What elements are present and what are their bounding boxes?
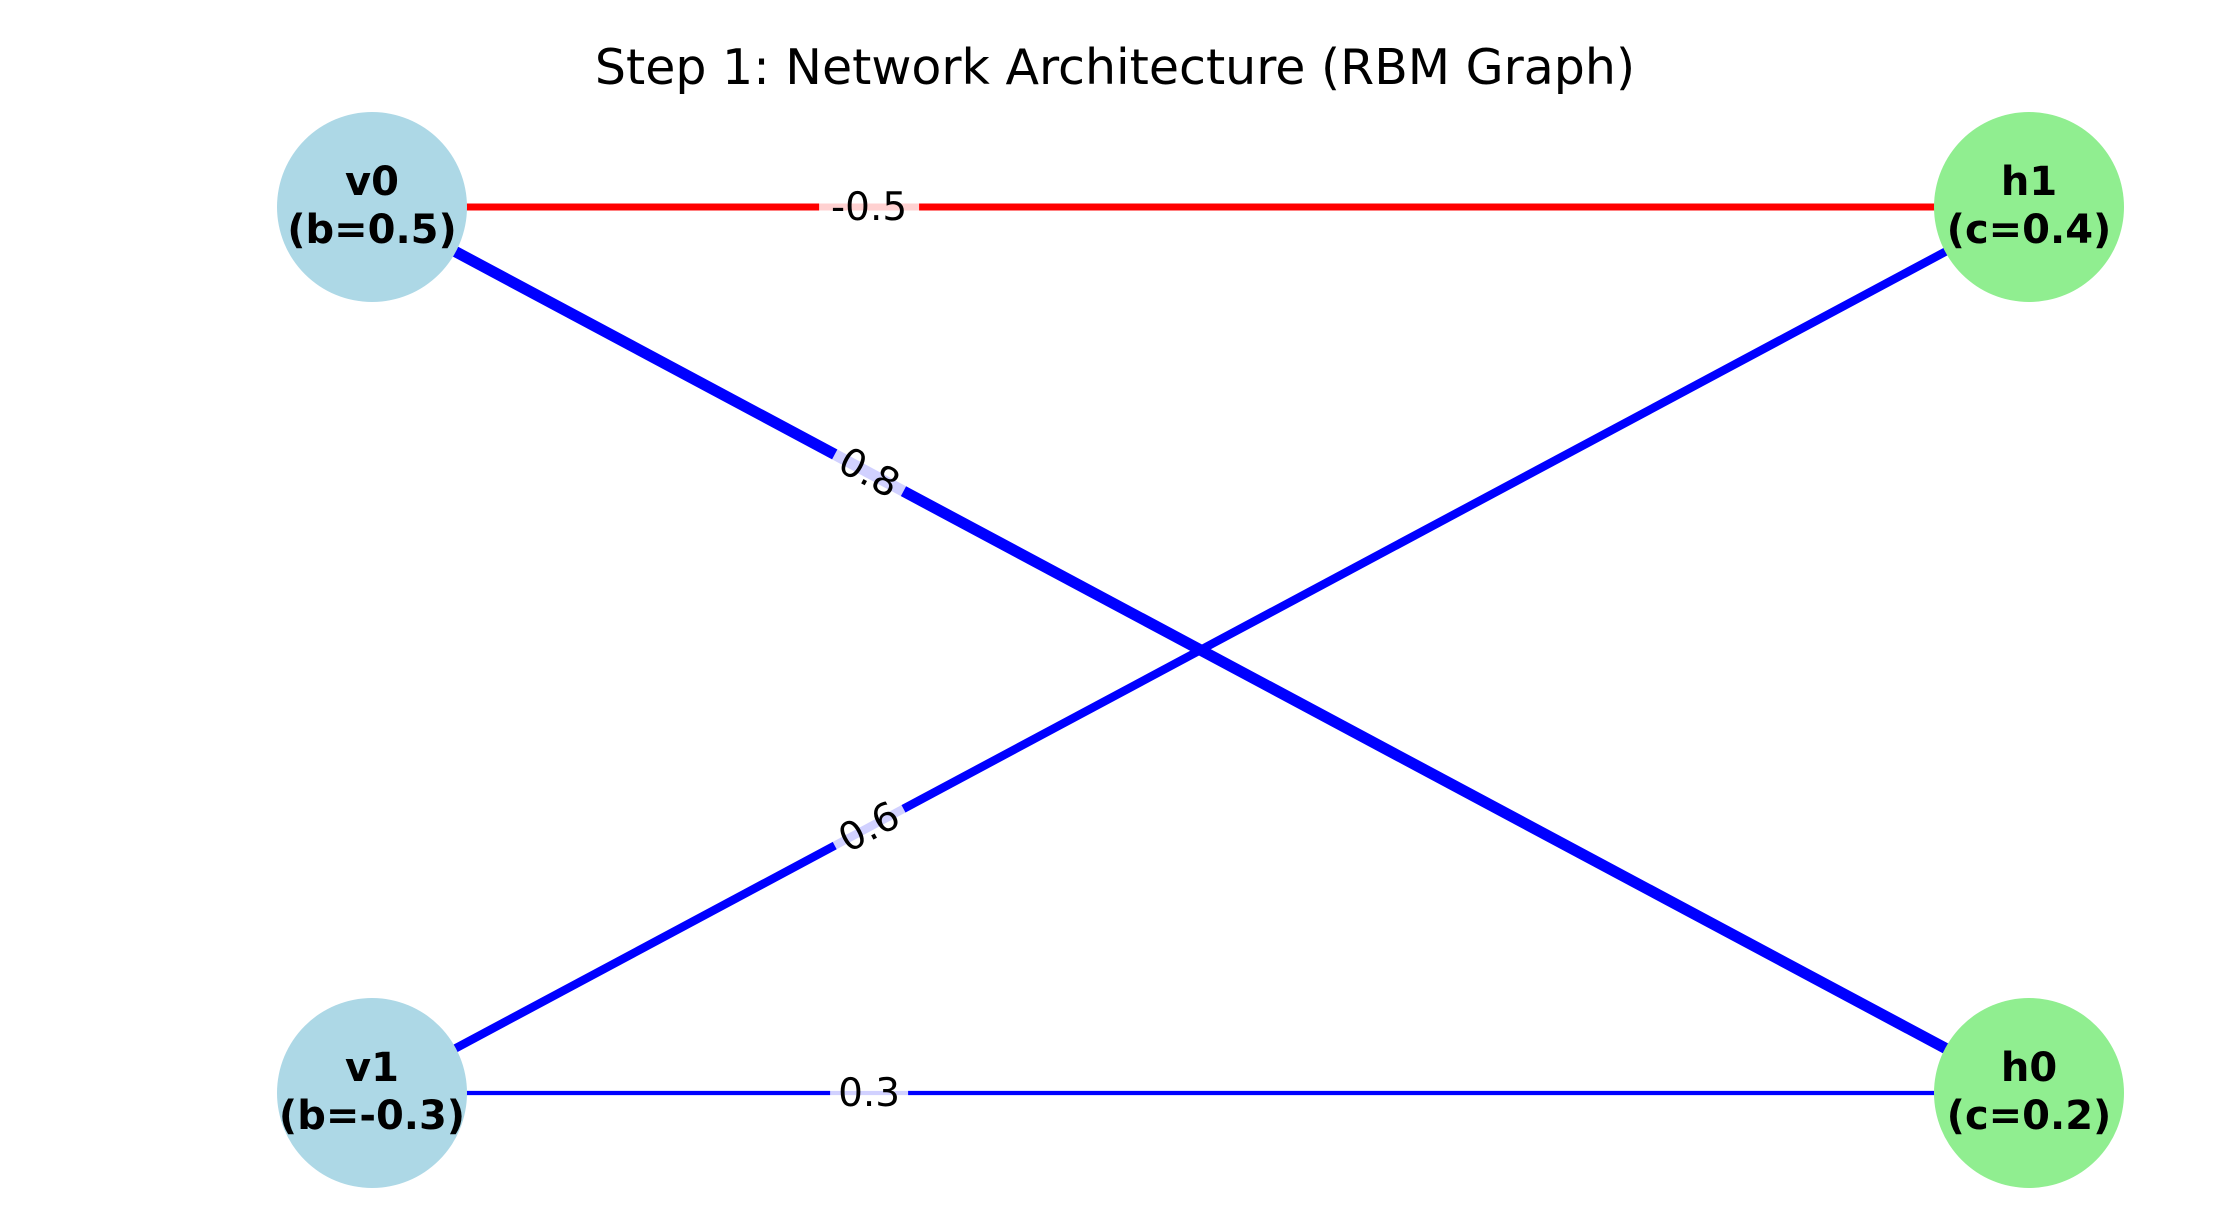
node-h0: h0(c=0.2) [1934, 998, 2124, 1188]
node-bias-h0: (c=0.2) [1947, 1093, 2112, 1139]
node-name-v0: v0 [345, 159, 399, 205]
edges-layer [369, 202, 2032, 1098]
hidden-unit-h0 [1934, 998, 2124, 1188]
edge-label-group-v1-h0: 0.3 [830, 1071, 909, 1116]
figure-title: Step 1: Network Architecture (RBM Graph) [595, 39, 1635, 96]
visible-unit-v0 [277, 112, 467, 302]
edge-label-background [827, 438, 911, 507]
node-h1: h1(c=0.4) [1934, 112, 2124, 302]
edge-label-group-v0-h1: -0.5 [819, 185, 920, 230]
node-name-v1: v1 [345, 1045, 399, 1091]
edge-v1-h1 [370, 203, 2031, 1097]
node-bias-v1: (b=-0.3) [279, 1093, 465, 1139]
visible-unit-v1 [277, 998, 467, 1188]
node-name-h1: h1 [2001, 159, 2057, 205]
hidden-unit-h1 [1934, 112, 2124, 302]
node-bias-h1: (c=0.4) [1947, 207, 2112, 253]
edge-label-background [830, 1073, 909, 1113]
edge-label-background [819, 187, 920, 227]
edge-label-background [827, 793, 911, 862]
edge-weight-label-v1-h0: 0.3 [838, 1071, 900, 1116]
node-bias-v0: (b=0.5) [287, 207, 457, 253]
edge-labels-layer: -0.5 0.8 0.6 0.3 [819, 185, 920, 1116]
nodes-layer: v0(b=0.5) v1(b=-0.3) h1(c=0.4) h0(c=0.2) [277, 112, 2124, 1188]
edge-weight-label-v0-h1: -0.5 [831, 185, 907, 230]
edge-label-group-v1-h1: 0.6 [827, 793, 911, 862]
edge-label-group-v0-h0: 0.8 [827, 438, 911, 508]
node-v0: v0(b=0.5) [277, 112, 467, 302]
node-v1: v1(b=-0.3) [277, 998, 467, 1188]
node-name-h0: h0 [2001, 1045, 2057, 1091]
